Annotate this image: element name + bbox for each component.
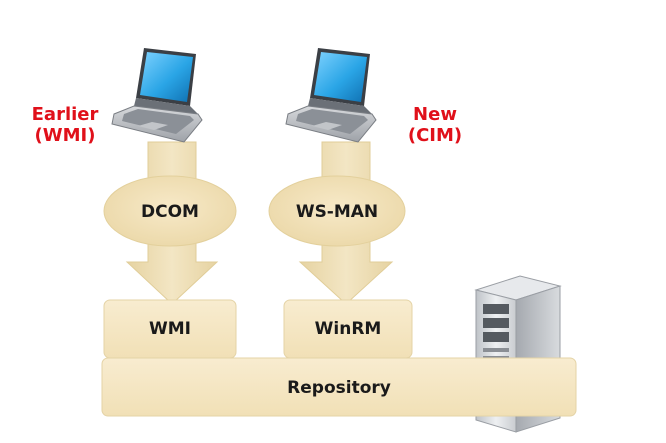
winrm-box: WinRM bbox=[283, 299, 413, 359]
laptop-icon bbox=[285, 48, 377, 143]
new-label-line2: (CIM) bbox=[407, 125, 463, 146]
wsman-node: WS-MAN bbox=[268, 175, 406, 247]
wsman-label: WS-MAN bbox=[296, 202, 378, 222]
winrm-label: WinRM bbox=[315, 319, 382, 339]
laptop-icon bbox=[111, 48, 203, 143]
wmi-label: WMI bbox=[149, 319, 191, 339]
repository-box: Repository bbox=[101, 357, 577, 417]
dcom-node: DCOM bbox=[103, 175, 237, 247]
earlier-label: Earlier (WMI) bbox=[22, 104, 108, 146]
earlier-label-line1: Earlier bbox=[31, 104, 99, 125]
dcom-label: DCOM bbox=[141, 202, 199, 222]
wmi-box: WMI bbox=[103, 299, 237, 359]
earlier-label-line2: (WMI) bbox=[34, 125, 96, 146]
new-label: New (CIM) bbox=[392, 104, 478, 146]
new-label-line1: New bbox=[413, 104, 457, 125]
repository-label: Repository bbox=[287, 378, 391, 398]
